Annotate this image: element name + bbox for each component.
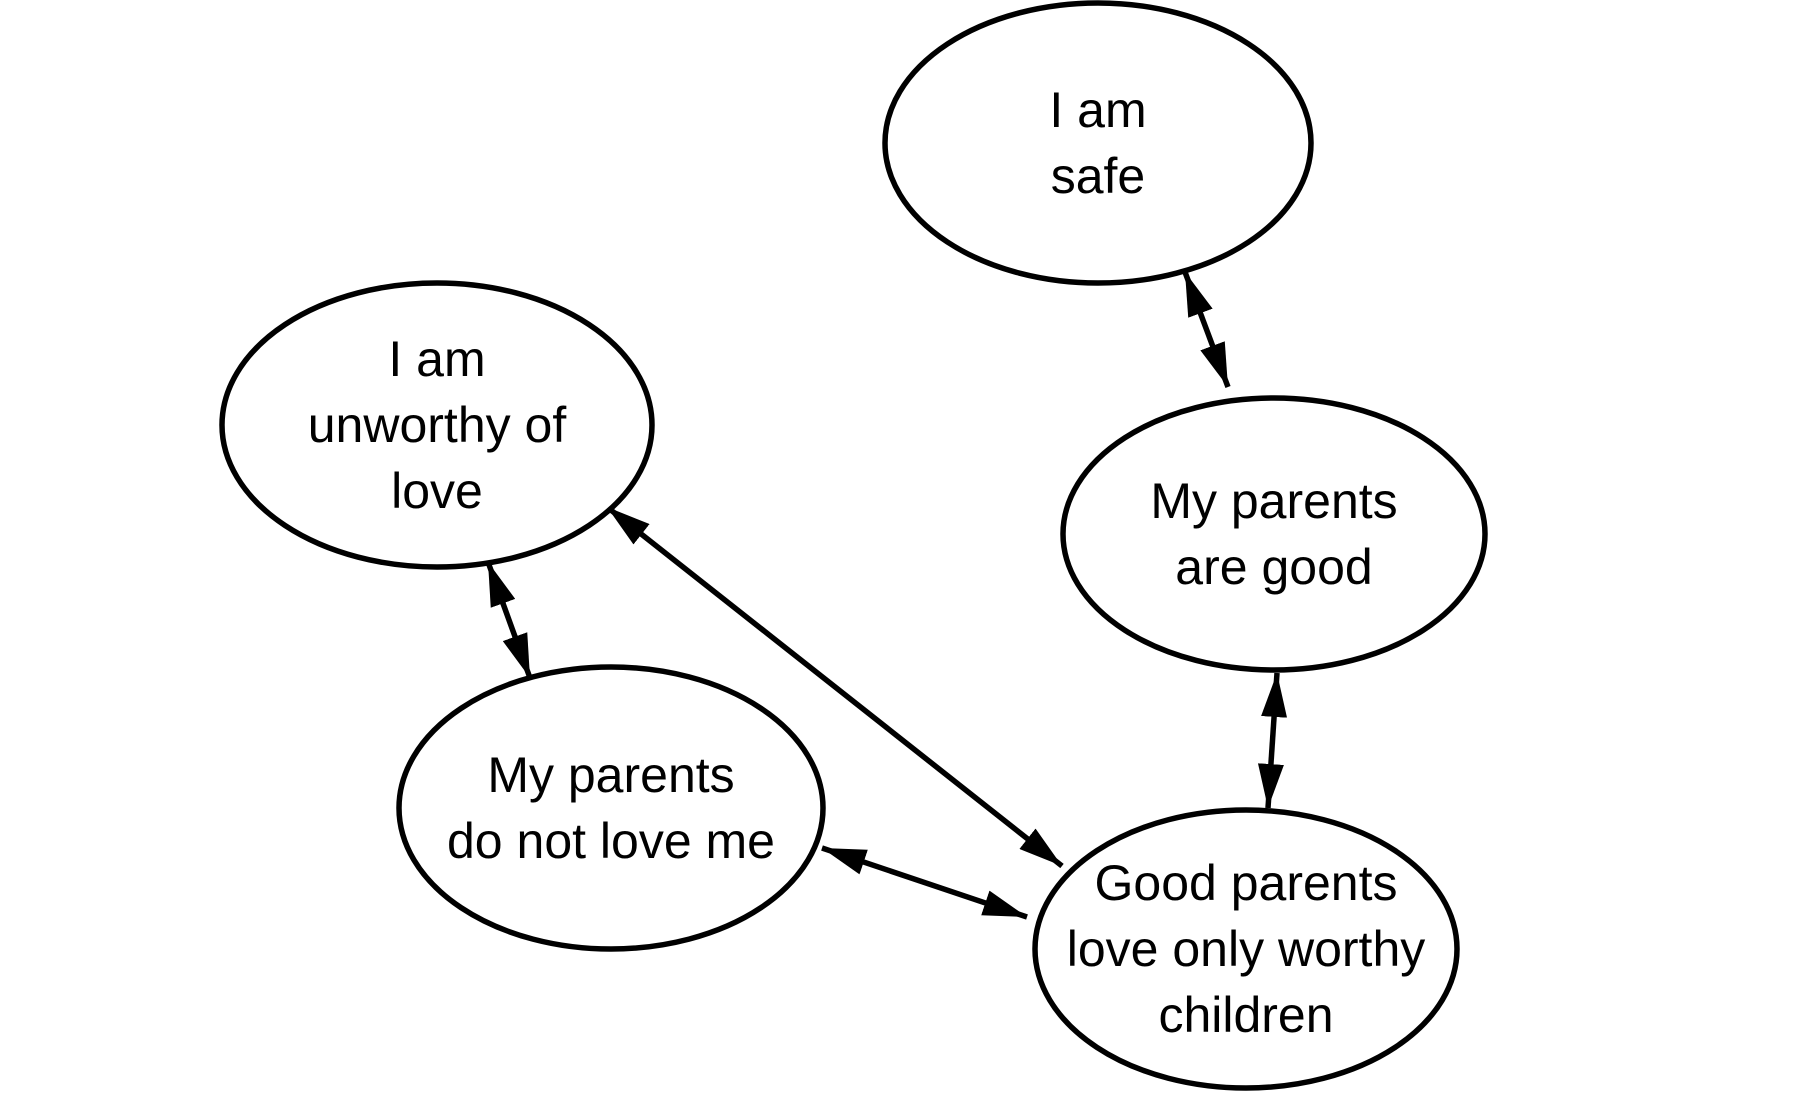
node-ellipse-i-am-safe	[882, 0, 1314, 286]
node-label-i-am-unworthy-of-love: I am unworthy of love	[308, 331, 567, 519]
node-label-line: are good	[1175, 539, 1372, 595]
node-label-line: I am	[388, 331, 485, 387]
node-label-line: love only worthy	[1067, 921, 1426, 977]
edge-i-am-safe--my-parents-are-good	[1182, 271, 1231, 388]
node-label-line: do not love me	[447, 813, 775, 869]
node-my-parents-do-not-love-me: My parents do not love me	[396, 664, 826, 952]
node-my-parents-are-good: My parents are good	[1060, 395, 1488, 673]
node-i-am-unworthy-of-love: I am unworthy of love	[219, 280, 655, 570]
node-label-line: safe	[1051, 148, 1146, 204]
edge-i-am-unworthy-of-love--my-parents-do-not-love-me	[485, 561, 533, 679]
node-label-good-parents-love-only-worthy-children: Good parents love only worthy children	[1067, 855, 1426, 1043]
node-good-parents-love-only-worthy-children: Good parents love only worthy children	[1032, 807, 1460, 1091]
node-label-line: children	[1158, 987, 1333, 1043]
node-label-line: My parents	[487, 747, 734, 803]
node-label-line: unworthy of	[308, 397, 567, 453]
node-label-i-am-safe: I am safe	[1049, 82, 1146, 204]
node-ellipse-my-parents-do-not-love-me	[396, 664, 826, 952]
node-label-my-parents-are-good: My parents are good	[1150, 473, 1397, 595]
node-i-am-safe: I am safe	[882, 0, 1314, 286]
node-label-my-parents-do-not-love-me: My parents do not love me	[447, 747, 775, 869]
node-label-line: I am	[1049, 82, 1146, 138]
node-ellipse-my-parents-are-good	[1060, 395, 1488, 673]
node-label-line: love	[391, 463, 483, 519]
node-label-line: My parents	[1150, 473, 1397, 529]
edge-i-am-unworthy-of-love--good-parents-love-only-worthy-children	[605, 504, 1064, 869]
node-label-line: Good parents	[1095, 855, 1398, 911]
node-ellipse-good-parents-love-only-worthy-children	[1032, 807, 1460, 1091]
node-ellipse-i-am-unworthy-of-love	[219, 280, 655, 570]
edge-my-parents-are-good--good-parents-love-only-worthy-children	[1257, 672, 1288, 809]
